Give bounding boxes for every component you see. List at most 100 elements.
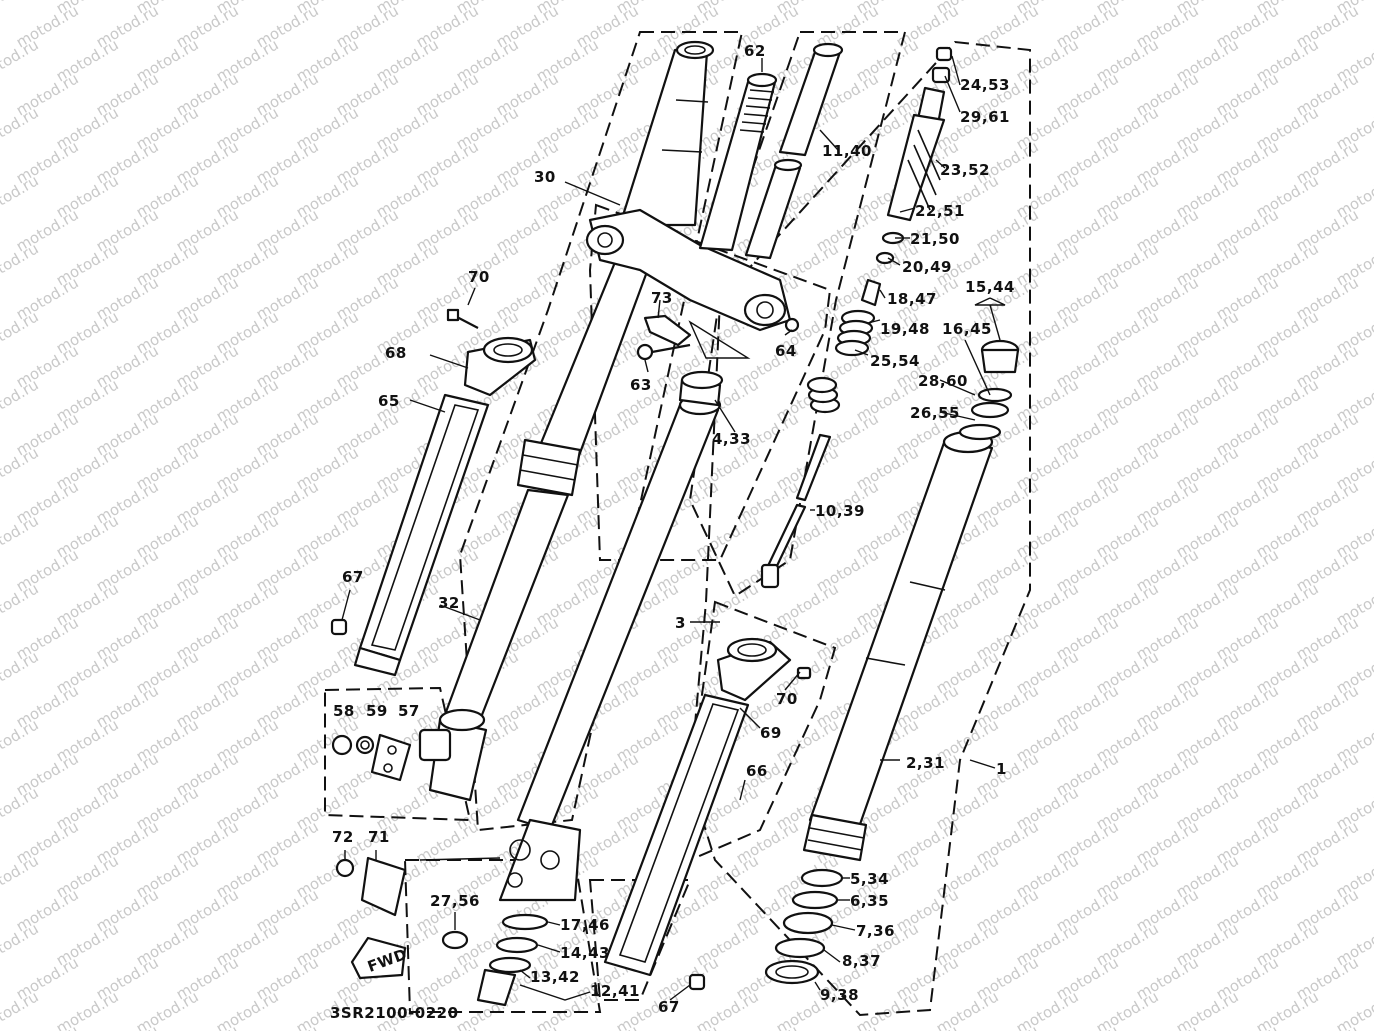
watermark-text: motod.ru: [0, 69, 2, 119]
label-9-38: 9,38: [820, 986, 859, 1004]
watermark-text: motod.ru: [0, 273, 2, 323]
label-67-right: 67: [658, 998, 680, 1016]
caliper-parts: [331, 733, 412, 782]
label-65: 65: [378, 392, 400, 410]
label-17-46: 17,46: [560, 916, 610, 934]
label-21-50: 21,50: [910, 230, 960, 248]
left-lower-leg: [498, 818, 582, 902]
label-63: 63: [630, 376, 652, 394]
label-26-55: 26,55: [910, 404, 960, 422]
label-29-61: 29,61: [960, 108, 1010, 126]
leader-lines: [341, 55, 1006, 1001]
watermark-text: motod.ru: [0, 307, 42, 357]
label-16-45: 16,45: [942, 320, 992, 338]
label-19-48: 19,48: [880, 320, 930, 338]
watermark-text: motod.ru: [1213, 1021, 1282, 1031]
label-8-37: 8,37: [842, 952, 881, 970]
watermark-text: motod.ru: [253, 1021, 322, 1031]
watermark-text: motod.ru: [573, 1021, 642, 1031]
watermark-text: motod.ru: [733, 1021, 802, 1031]
watermark-text: motod.ru: [893, 1021, 962, 1031]
label-15-44: 15,44: [965, 278, 1015, 296]
watermark-text: motod.ru: [333, 1021, 402, 1031]
watermark-text: motod.ru: [1013, 987, 1082, 1031]
label-7-36: 7,36: [856, 922, 895, 940]
watermark-text: motod.ru: [0, 987, 42, 1031]
watermark-text: motod.ru: [0, 0, 42, 17]
label-13-42: 13,42: [530, 968, 580, 986]
label-62: 62: [744, 42, 766, 60]
watermark-text: motod.ru: [0, 715, 42, 765]
watermark-text: motod.ru: [0, 647, 42, 697]
right-outer-tube: [802, 430, 994, 862]
watermark-text: motod.ru: [0, 511, 42, 561]
label-72: 72: [332, 828, 354, 846]
label-58: 58: [333, 702, 355, 720]
label-24-53: 24,53: [960, 76, 1010, 94]
watermark-text: motod.ru: [93, 1021, 162, 1031]
watermark-text: motod.ru: [413, 1021, 482, 1031]
label-73: 73: [651, 289, 673, 307]
label-10-39: 10,39: [815, 502, 865, 520]
watermark-text: motod.ru: [493, 1021, 562, 1031]
watermark-text: motod.ru: [0, 375, 42, 425]
label-68: 68: [385, 344, 407, 362]
watermark-text: motod.ru: [1133, 1021, 1202, 1031]
watermark-text: motod.ru: [0, 137, 2, 187]
watermark-text: motod.ru: [0, 681, 2, 731]
label-27-56: 27,56: [430, 892, 480, 910]
diagram-code: 3SR2100-0220: [330, 1004, 459, 1022]
steering-stem: [698, 72, 778, 252]
label-12-41: 12,41: [590, 982, 640, 1000]
label-2-31: 2,31: [906, 754, 945, 772]
watermark-text: motod.ru: [0, 205, 2, 255]
watermark-text: motod.ru: [13, 1021, 82, 1031]
watermark-text: motod.ru: [1053, 1021, 1122, 1031]
label-67-left: 67: [342, 568, 364, 586]
label-57: 57: [398, 702, 420, 720]
callout-labels: 62 11,40 24,53 29,61 23,52 30 22,51 21,5…: [330, 42, 1015, 1022]
watermark-text: motod.ru: [0, 239, 42, 289]
bolt-67-left: [330, 618, 348, 636]
watermark-text: motod.ru: [0, 545, 2, 595]
label-70-lower: 70: [776, 690, 798, 708]
watermark-text: motod.ru: [1253, 987, 1322, 1031]
label-71: 71: [368, 828, 390, 846]
watermark-text: motod.ru: [653, 1021, 722, 1031]
watermark-text: motod.ru: [173, 1021, 242, 1031]
label-70-upper: 70: [468, 268, 490, 286]
watermark-text: motod.ru: [0, 579, 42, 629]
watermark-text: motod.ru: [0, 851, 42, 901]
watermark-text: motod.ru: [0, 885, 2, 935]
label-59: 59: [366, 702, 388, 720]
watermark-text: motod.ru: [853, 987, 922, 1031]
watermark-text: motod.ru: [813, 1021, 882, 1031]
label-3: 3: [675, 614, 686, 632]
oil-seals: [764, 868, 844, 985]
fwd-arrow: FWD: [350, 936, 409, 980]
under-bracket: [585, 208, 792, 332]
watermark-text: motod.ru: [973, 1021, 1042, 1031]
label-25-54: 25,54: [870, 352, 920, 370]
watermark-text: motod.ru: [0, 783, 42, 833]
label-69: 69: [760, 724, 782, 742]
lower-small-parts: [335, 856, 549, 1007]
watermark-text: motod.ru: [0, 1, 2, 51]
watermark-text: motod.ru: [1173, 987, 1242, 1031]
damper-cylinder: [744, 42, 844, 260]
rebound-spring: [834, 309, 876, 357]
label-64: 64: [775, 342, 797, 360]
watermark-text: motod.ru: [693, 987, 762, 1031]
label-28-60: 28,60: [918, 372, 968, 390]
label-66: 66: [746, 762, 768, 780]
left-fork-guard: [353, 393, 490, 677]
label-23-52: 23,52: [940, 161, 990, 179]
cap-bolt: [958, 339, 1020, 441]
label-5-34: 5,34: [850, 870, 889, 888]
right-fork-guard: [603, 637, 812, 991]
left-outer-tube-lower: [418, 708, 488, 802]
watermark-text: motod.ru: [0, 409, 2, 459]
bolt-70-upper: [446, 308, 479, 329]
label-30: 30: [534, 168, 556, 186]
label-6-35: 6,35: [850, 892, 889, 910]
